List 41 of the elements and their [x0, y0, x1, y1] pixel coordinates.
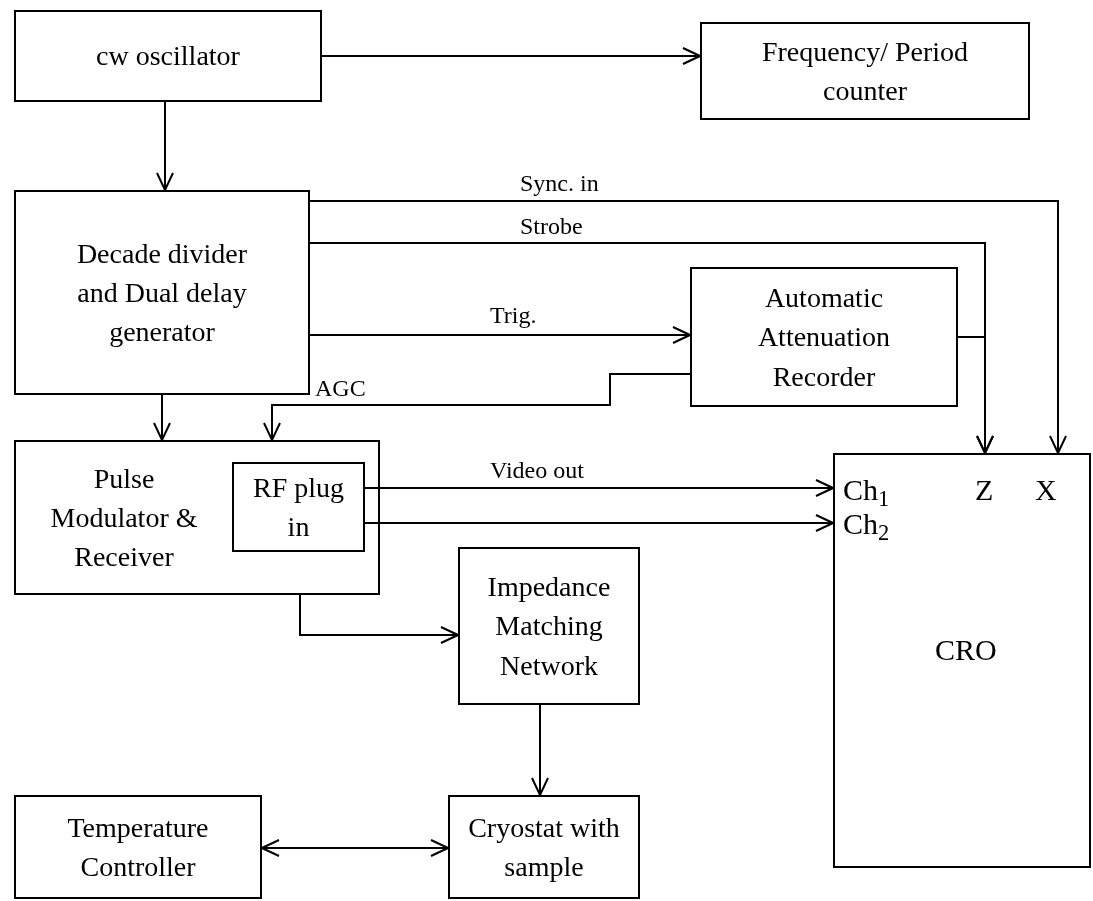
edge-label: Sync. in [520, 171, 599, 195]
block-box [14, 10, 322, 102]
arrow [263, 373, 691, 441]
arrow [156, 101, 174, 191]
block-label: Ch$_{1}$ [843, 475, 890, 505]
block-label: CRO [935, 635, 997, 665]
block-box [232, 462, 365, 552]
block-box [14, 795, 262, 899]
block-label: Ch$_{2}$ [843, 509, 890, 539]
edge-label: Strobe [520, 214, 583, 238]
arrow [299, 594, 459, 644]
block-box [458, 547, 640, 705]
arrow [364, 514, 834, 532]
block-box [14, 440, 380, 595]
block-box [448, 795, 640, 899]
block-label: Automatic Attenuation Recorder [756, 281, 892, 394]
arrow [309, 326, 691, 344]
block-label: Temperature Controller [66, 810, 210, 884]
block-label: Impedance Matching Network [486, 570, 612, 683]
block-label: RF plug in [252, 470, 345, 544]
block-label: Frequency/ Period counter [760, 34, 970, 108]
block-label: Cryostat with sample [467, 810, 621, 884]
block-box [833, 453, 1091, 868]
block-label: cw oscillator [96, 39, 240, 74]
arrow [364, 479, 834, 497]
block-box [700, 22, 1030, 120]
edge-label: Video out [490, 458, 584, 482]
arrow [261, 839, 449, 857]
edge-label: Trig. [490, 303, 537, 327]
block-box [690, 267, 958, 407]
block-label: X [1035, 475, 1057, 505]
block-label: Decade divider and Dual delay generator [75, 236, 249, 350]
arrow [153, 394, 171, 441]
block-label: Z [975, 475, 994, 505]
arrow [309, 200, 1067, 454]
edge-label: AGC [315, 376, 366, 400]
arrow [957, 336, 994, 454]
block-box [14, 190, 310, 395]
block-label: Pulse Modulator & Receiver [49, 461, 199, 575]
arrow [321, 47, 701, 65]
arrow [531, 704, 549, 796]
